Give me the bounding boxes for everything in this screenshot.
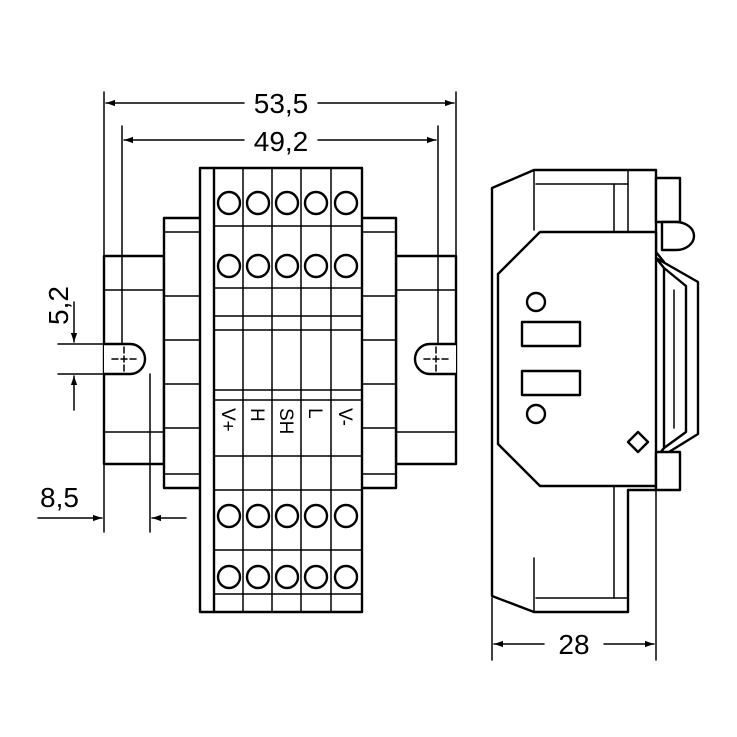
screw-terminal: [216, 253, 242, 279]
terminal-label-v-minus: V-: [334, 408, 355, 426]
dimension-inner-width: 49,2: [254, 126, 309, 157]
terminal-label-h: H: [246, 408, 267, 422]
screw-terminal: [216, 564, 242, 590]
screw-terminal: [333, 503, 359, 529]
release-latch: [626, 430, 650, 454]
screw-terminal: [303, 564, 329, 590]
screw-terminal: [245, 253, 271, 279]
screw-terminal: [333, 253, 359, 279]
terminal-label-v-plus: V+: [217, 408, 238, 432]
screw-terminal: [303, 503, 329, 529]
dimension-edge-offset: 8,5: [40, 482, 79, 513]
dimension-outer-width: 53,5: [254, 88, 309, 119]
screw-terminal: [245, 564, 271, 590]
label-window: [520, 320, 582, 348]
clip-latch: [660, 220, 696, 252]
terminal-row-2: [216, 253, 359, 279]
bottom-clip: [654, 450, 682, 492]
screw-terminal: [216, 503, 242, 529]
screw-terminal: [245, 503, 271, 529]
screw-terminal: [274, 190, 300, 216]
terminal-row-1: [216, 190, 359, 216]
front-view: V+ H SH L V-: [102, 166, 458, 614]
screw-terminal: [333, 190, 359, 216]
led-indicator: [525, 291, 547, 313]
led-indicator: [525, 403, 547, 425]
screw-terminal: [274, 503, 300, 529]
terminal-row-3: [216, 503, 359, 529]
screw-terminal: [333, 564, 359, 590]
label-window: [520, 369, 582, 397]
screw-terminal: [303, 253, 329, 279]
dimension-hole-height: 5,2: [43, 286, 74, 325]
terminal-label-l: L: [304, 408, 325, 419]
top-clip: [654, 176, 682, 224]
screw-terminal: [245, 190, 271, 216]
screw-terminal: [216, 190, 242, 216]
screw-terminal: [303, 190, 329, 216]
din-rail: [654, 256, 700, 462]
screw-terminal: [274, 253, 300, 279]
terminal-label-sh: SH: [275, 408, 296, 434]
side-dimensions: 28: [491, 489, 657, 661]
terminal-row-4: [216, 564, 359, 590]
screw-terminal: [274, 564, 300, 590]
front-dimensions: 53,5 49,2 5,2 8,5: [37, 88, 457, 533]
side-view: [490, 168, 700, 614]
dimension-depth: 28: [558, 629, 589, 660]
